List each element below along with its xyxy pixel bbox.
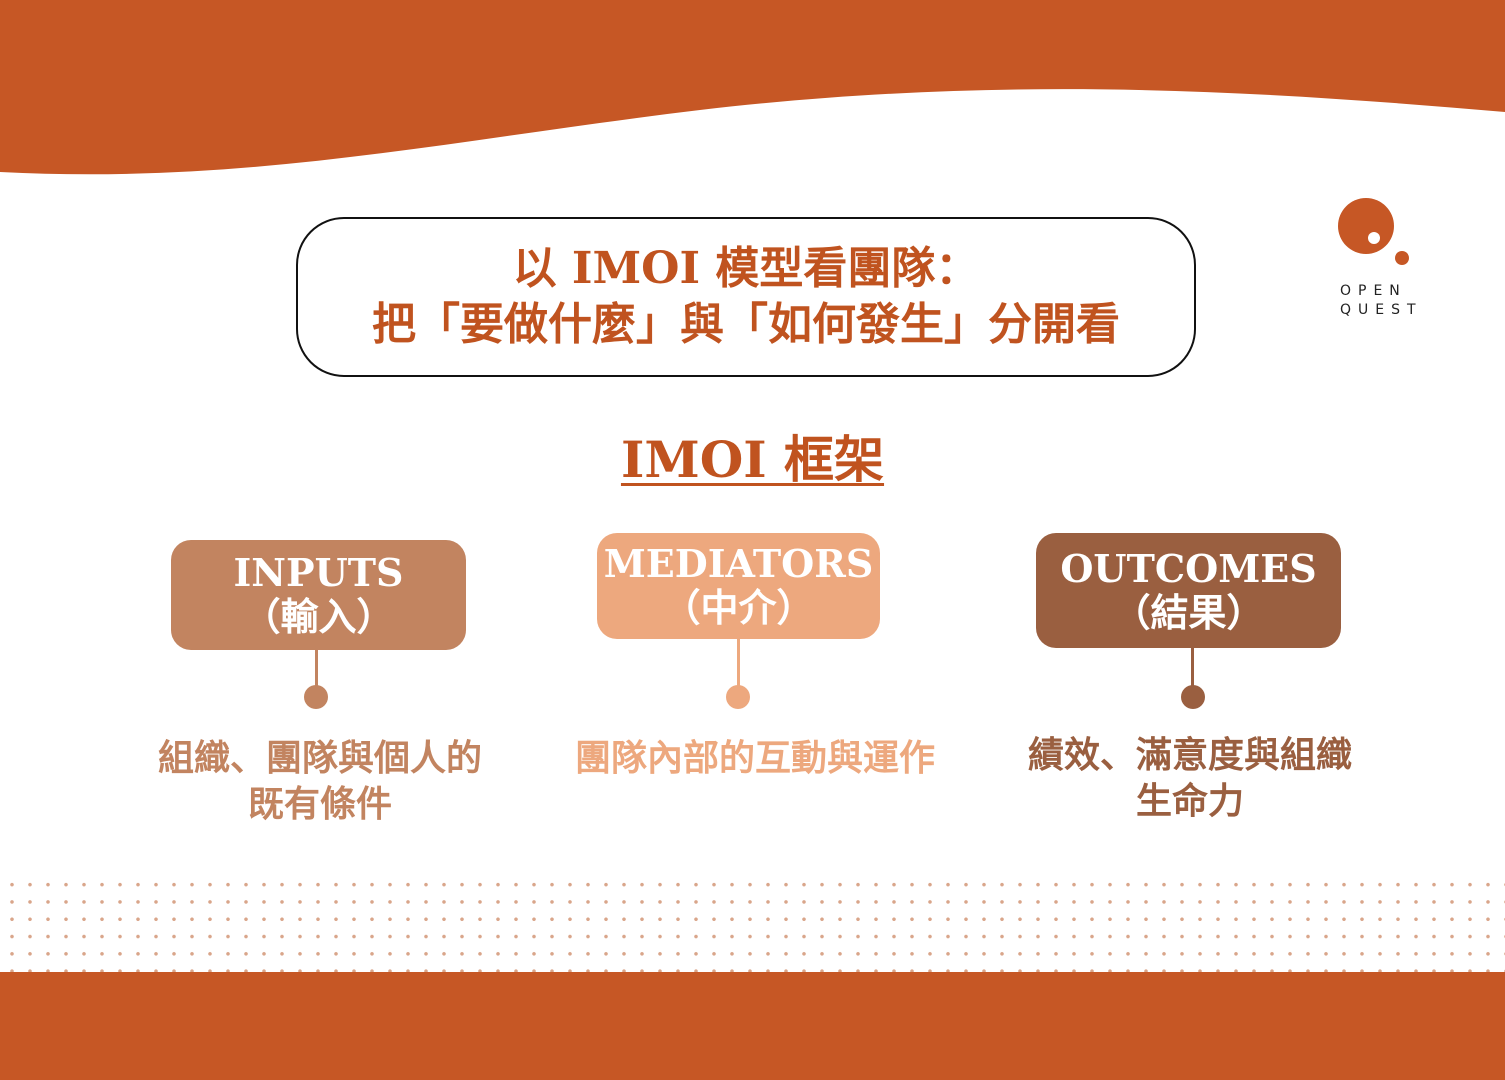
inputs-label: INPUTS xyxy=(233,550,404,595)
inputs-desc-line-2: 既有條件 xyxy=(247,783,392,825)
framework-heading-text: IMOI 框架 xyxy=(620,430,885,489)
inputs-box: INPUTS （輸入） xyxy=(171,540,466,650)
mediators-description: 團隊內部的互動與運作 xyxy=(540,735,970,781)
title-line-2: 把「要做什麼」與「如何發生」分開看 xyxy=(372,299,1120,350)
mediators-label: MEDIATORS xyxy=(603,541,874,586)
inputs-connector xyxy=(315,650,318,690)
mediators-box: MEDIATORS （中介） xyxy=(597,533,880,639)
mediators-desc-line-1: 團隊內部的互動與運作 xyxy=(574,737,935,779)
outcomes-dot xyxy=(1181,685,1205,709)
inputs-sublabel: （輸入） xyxy=(242,594,395,639)
outcomes-desc-line-1: 績效、滿意度與組織 xyxy=(1027,734,1352,776)
inputs-dot xyxy=(304,685,328,709)
top-wave-banner xyxy=(0,0,1505,175)
outcomes-description: 績效、滿意度與組織 生命力 xyxy=(990,732,1390,824)
outcomes-label: OUTCOMES xyxy=(1060,545,1317,591)
bottom-banner xyxy=(0,972,1505,1080)
mediators-sublabel: （中介） xyxy=(662,585,815,630)
mediators-connector xyxy=(737,639,740,689)
dot-pattern xyxy=(0,876,1505,972)
outcomes-box: OUTCOMES （結果） xyxy=(1036,533,1341,648)
logo-text-quest: QUEST xyxy=(1340,302,1423,318)
outcomes-connector xyxy=(1191,648,1194,688)
logo-mark-icon xyxy=(1338,198,1409,265)
open-quest-logo: OPEN QUEST xyxy=(1332,192,1422,320)
title-box: 以 IMOI 模型看團隊： 把「要做什麼」與「如何發生」分開看 xyxy=(296,217,1196,377)
framework-heading: IMOI 框架 xyxy=(0,420,1505,492)
outcomes-desc-line-2: 生命力 xyxy=(1135,780,1244,822)
outcomes-sublabel: （結果） xyxy=(1112,589,1265,635)
inputs-desc-line-1: 組織、團隊與個人的 xyxy=(157,737,482,779)
title-line-1: 以 IMOI 模型看團隊： xyxy=(512,243,980,294)
logo-text-open: OPEN xyxy=(1340,283,1407,299)
mediators-dot xyxy=(726,685,750,709)
inputs-description: 組織、團隊與個人的 既有條件 xyxy=(120,735,520,827)
